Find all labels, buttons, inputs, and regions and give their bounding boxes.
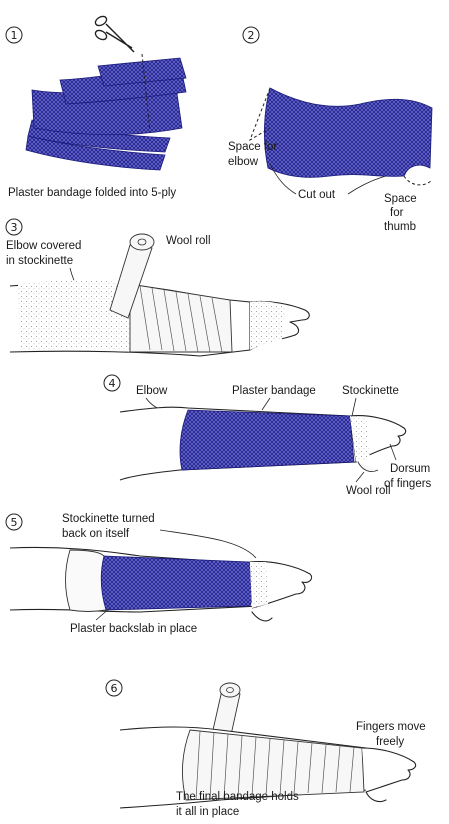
s6-final-label-2: it all in place xyxy=(176,806,239,818)
s2-thumb-label-3: thumb xyxy=(384,221,416,233)
final-bandage-wrap xyxy=(183,730,364,800)
s2-thumb-label-2: for xyxy=(390,207,404,219)
s3-wool-label: Wool roll xyxy=(166,235,211,247)
s6-final-label-1: The final bandage holds xyxy=(176,791,299,803)
step-1-number: 1 xyxy=(11,29,18,42)
plaster-bandage-step-4 xyxy=(180,410,354,470)
hand-step-6 xyxy=(362,748,416,792)
s6-fingers-label-1: Fingers move xyxy=(356,721,426,733)
s5-turned-label-2: back on itself xyxy=(62,528,130,540)
s2-thumb-label-1: Space xyxy=(384,193,417,205)
s2-cut-label: Cut out xyxy=(298,189,336,201)
s4-elbow-label: Elbow xyxy=(136,385,168,397)
step-6: 6 Fingers move freely The final bandage … xyxy=(106,680,426,818)
cut-plaster-slab xyxy=(264,88,432,177)
step-1-caption: Plaster bandage folded into 5-ply xyxy=(8,187,176,199)
folded-plaster-bandage xyxy=(26,54,186,170)
elbow-stockinette xyxy=(18,280,130,350)
s6-fingers-label-2: freely xyxy=(376,736,404,748)
s4-stockinette-label: Stockinette xyxy=(342,385,399,397)
step-1: 1 Plaster bandage folded into 5-ply xyxy=(6,15,186,199)
step-4-number: 4 xyxy=(109,377,116,390)
thumb-cutout-outline xyxy=(404,176,432,185)
step-2-number: 2 xyxy=(248,29,255,42)
s3-stockinette-label-2: in stockinette xyxy=(6,255,73,267)
stockinette-turned xyxy=(66,550,107,612)
s4-dorsum-label-2: of fingers xyxy=(384,478,432,490)
final-bandage-roll xyxy=(220,683,240,697)
plaster-backslab xyxy=(101,556,253,610)
s2-elbow-label-2: elbow xyxy=(228,156,259,168)
s5-backslab-label: Plaster backslab in place xyxy=(70,623,197,635)
step-6-number: 6 xyxy=(111,682,118,695)
s4-dorsum-label-1: Dorsum xyxy=(390,463,430,475)
step-3: 3 Elbow covered in stockinette Wool roll xyxy=(6,219,309,356)
s4-plaster-label: Plaster bandage xyxy=(232,385,316,397)
scissors-icon xyxy=(94,15,134,52)
step-5-number: 5 xyxy=(11,516,18,529)
step-4: 4 Elbow Plaster bandage Stockinette Wool… xyxy=(104,375,432,497)
wool-roll xyxy=(130,234,154,250)
step-5: 5 Stockinette turned back on itself Plas… xyxy=(6,513,312,635)
s3-stockinette-label-1: Elbow covered xyxy=(6,240,81,252)
s2-elbow-label-1: Space for xyxy=(228,141,277,153)
s5-turned-label-1: Stockinette turned xyxy=(62,513,155,525)
step-2: 2 Space for elbow Cut out Space for thum… xyxy=(228,27,432,233)
step-3-number: 3 xyxy=(11,221,18,234)
wool-wrap-step-3 xyxy=(130,284,232,352)
